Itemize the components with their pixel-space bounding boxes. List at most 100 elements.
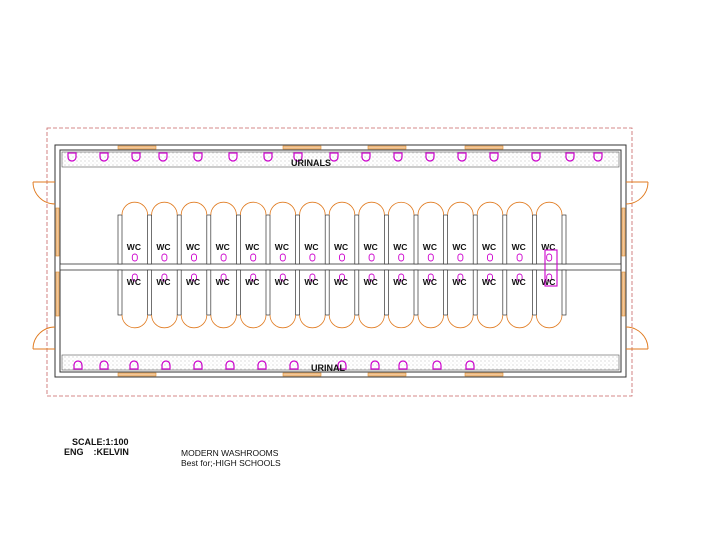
cubicle-partition	[354, 214, 360, 265]
urinal-icon	[193, 152, 203, 162]
wc-label: WC	[482, 277, 496, 287]
cubicle-partition	[117, 269, 123, 316]
wc-label: WC	[364, 242, 378, 252]
cubicle-partition	[561, 269, 567, 316]
door-swing-icon	[210, 314, 237, 329]
cubicle-partition	[147, 269, 152, 316]
toilet-icon	[398, 253, 405, 262]
urinal-icon	[73, 360, 83, 370]
toilet-icon	[161, 253, 168, 262]
urinals-label: URINALS	[291, 158, 331, 168]
door-swing-icon	[536, 314, 563, 329]
door-swing-icon	[506, 201, 533, 216]
accessible-toilet-icon	[544, 249, 558, 287]
toilet-icon	[220, 273, 227, 282]
door-swing-icon	[121, 314, 148, 329]
windows	[55, 145, 626, 377]
door-swing-icon	[358, 314, 385, 329]
cubicle-partition	[561, 214, 567, 265]
toilet-icon	[457, 273, 464, 282]
toilet-icon	[191, 253, 197, 262]
toilet-icon	[427, 253, 434, 262]
door-swing-icon	[447, 201, 474, 216]
wc-label: WC	[156, 277, 170, 287]
toilet-icon	[309, 253, 316, 262]
urinal-icon	[263, 152, 273, 162]
door-swing-icon	[121, 201, 148, 216]
toilet-icon	[516, 253, 523, 262]
project-audience: Best for;-HIGH SCHOOLS	[181, 458, 281, 468]
toilet-icon	[131, 273, 138, 282]
wc-label: WC	[304, 242, 318, 252]
wc-label: WC	[541, 242, 555, 252]
outer-walls	[54, 144, 627, 378]
title-block: SCALE:1:100 ENG :KELVIN	[64, 437, 129, 457]
urinal-icon	[289, 360, 299, 370]
door-swing-icon	[476, 201, 504, 216]
door-swing-icon	[417, 314, 444, 329]
description-block: MODERN WASHROOMS Best for;-HIGH SCHOOLS	[181, 448, 281, 468]
toilet-icon	[250, 273, 257, 282]
cubicle-partition	[472, 269, 478, 316]
urinal-icon	[565, 152, 575, 162]
engineer-text: ENG :KELVIN	[64, 447, 129, 457]
scale-text: SCALE:1:100	[72, 437, 129, 447]
cubicle-partition	[354, 269, 360, 316]
urinal-icon	[131, 152, 141, 162]
wc-label: WC	[156, 242, 170, 252]
door-swing-icon	[328, 201, 356, 216]
toilet-icon	[339, 273, 345, 282]
wc-label: WC	[127, 277, 141, 287]
toilet-icon	[368, 253, 375, 262]
door-swing-icon	[269, 201, 296, 216]
toilet-icon	[309, 273, 316, 282]
wc-label: WC	[304, 277, 318, 287]
toilet-icon	[487, 273, 493, 282]
toilet-icon	[368, 273, 375, 282]
toilet-icon	[279, 273, 286, 282]
cubicle-partition	[502, 269, 508, 316]
wc-label: WC	[334, 277, 348, 287]
cubicle-partition	[324, 269, 330, 316]
door-swing-icon	[447, 314, 474, 329]
door-swing-icon	[299, 314, 326, 329]
urinal-plinth-top	[61, 151, 620, 168]
central-wall	[59, 263, 622, 271]
cubicle-partition	[236, 214, 241, 265]
wc-label: WC	[482, 242, 496, 252]
urinal-icon	[593, 152, 603, 162]
urinal-icon	[361, 152, 371, 162]
urinal-icon	[425, 152, 435, 162]
toilet-icon	[191, 273, 197, 282]
toilet-icon	[279, 253, 286, 262]
urinal-icon	[225, 360, 235, 370]
urinal-icon	[393, 152, 403, 162]
wc-label: WC	[186, 242, 200, 252]
door-swing-icon	[180, 201, 208, 216]
cubicle-partition	[265, 269, 271, 316]
door-swing-icon	[180, 314, 208, 329]
door-swing-icon	[358, 201, 385, 216]
urinal-icon	[99, 152, 109, 162]
wc-label: WC	[541, 277, 555, 287]
cubicle-partition	[236, 269, 241, 316]
urinal-icon	[99, 360, 109, 370]
urinal-label: URINAL	[311, 363, 345, 373]
toilet-icon	[250, 253, 257, 262]
wc-label: WC	[216, 242, 230, 252]
wc-label: WC	[245, 277, 259, 287]
door-swing-icon	[328, 314, 356, 329]
cubicle-partition	[502, 214, 508, 265]
cubicle-partition	[384, 214, 389, 265]
wc-label: WC	[423, 277, 437, 287]
toilet-icon	[516, 273, 523, 282]
door-swing-icon	[269, 314, 296, 329]
urinal-icon	[293, 152, 303, 162]
toilet-icon	[220, 253, 227, 262]
urinal-icon	[337, 360, 347, 370]
wc-label: WC	[393, 277, 407, 287]
cubicle-partition	[443, 269, 448, 316]
wc-label: WC	[334, 242, 348, 252]
